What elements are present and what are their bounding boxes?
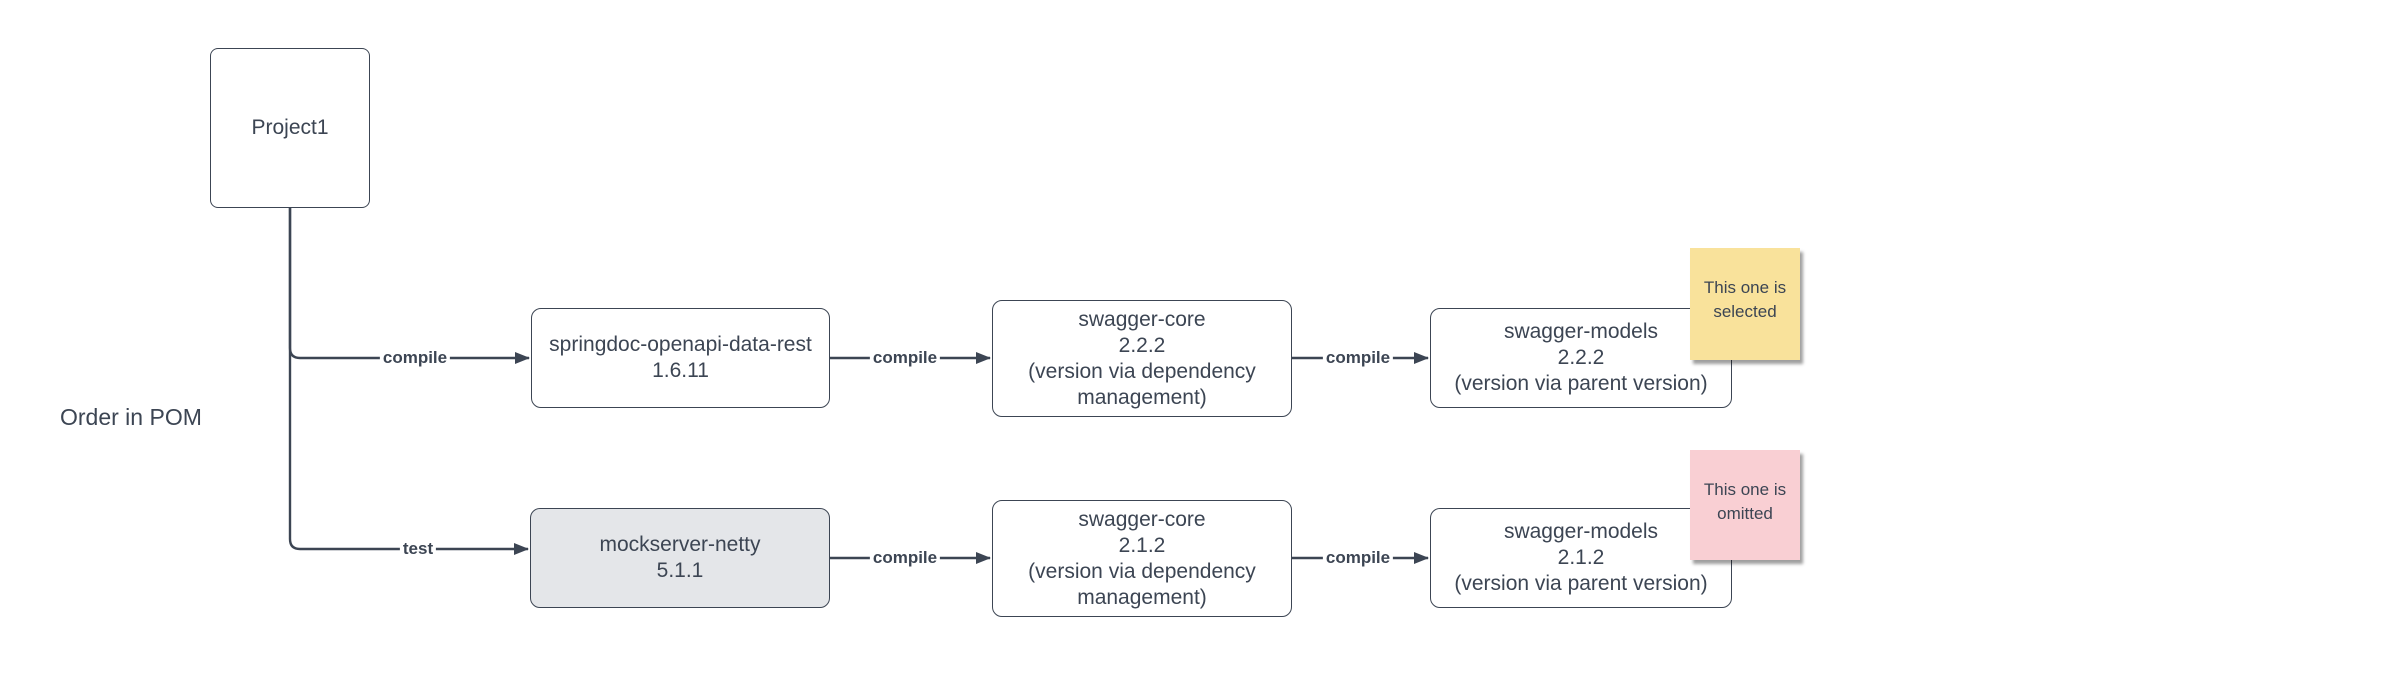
node-springdoc-openapi-data-rest: springdoc-openapi-data-rest 1.6.11 bbox=[531, 308, 830, 408]
node-label: Project1 bbox=[251, 116, 329, 139]
node-version: 2.1.2 bbox=[1557, 546, 1605, 569]
note-line: selected bbox=[1713, 302, 1777, 321]
node-version: 2.2.2 bbox=[1557, 346, 1605, 369]
node-swagger-models-2-1-2: swagger-models 2.1.2 (version via parent… bbox=[1430, 508, 1732, 608]
sticky-note-selected: This one is selected bbox=[1690, 248, 1800, 360]
edge-label-test: test bbox=[399, 539, 437, 559]
node-version: 5.1.1 bbox=[656, 559, 704, 582]
edge-project-to-springdoc bbox=[288, 208, 530, 364]
note-line: This one is bbox=[1703, 278, 1787, 297]
node-note-line: (version via dependency bbox=[1028, 359, 1256, 383]
node-label: swagger-models bbox=[1503, 520, 1659, 543]
node-note-line: (version via parent version) bbox=[1454, 372, 1708, 395]
sticky-note-omitted: This one is omitted bbox=[1690, 450, 1800, 560]
node-version: 1.6.11 bbox=[652, 359, 709, 382]
node-version: 2.1.2 bbox=[1118, 533, 1166, 557]
order-in-pom-label: Order in POM bbox=[60, 404, 202, 430]
node-version: 2.2.2 bbox=[1118, 333, 1166, 357]
node-note-line: management) bbox=[1077, 585, 1207, 609]
node-swagger-core-2-2-2: swagger-core 2.2.2 (version via dependen… bbox=[992, 300, 1292, 417]
node-project1: Project1 bbox=[210, 48, 370, 208]
edge-label-compile: compile bbox=[379, 348, 451, 368]
edge-project-to-mockserver bbox=[288, 208, 529, 555]
node-mockserver-netty: mockserver-netty 5.1.1 bbox=[530, 508, 830, 608]
node-note-line: management) bbox=[1077, 385, 1207, 409]
edge-label-compile: compile bbox=[1322, 548, 1394, 568]
note-line: omitted bbox=[1717, 504, 1773, 523]
edge-label-compile: compile bbox=[1322, 348, 1394, 368]
edge-label-compile: compile bbox=[869, 548, 941, 568]
node-swagger-models-2-2-2: swagger-models 2.2.2 (version via parent… bbox=[1430, 308, 1732, 408]
node-label: mockserver-netty bbox=[599, 533, 761, 556]
node-label: swagger-core bbox=[1078, 307, 1206, 331]
node-note-line: (version via parent version) bbox=[1454, 572, 1708, 595]
node-label: swagger-models bbox=[1503, 320, 1659, 343]
node-note-line: (version via dependency bbox=[1028, 559, 1256, 583]
note-line: This one is bbox=[1703, 480, 1787, 499]
node-label: springdoc-openapi-data-rest bbox=[549, 333, 812, 356]
node-label: swagger-core bbox=[1078, 507, 1206, 531]
edge-label-compile: compile bbox=[869, 348, 941, 368]
node-swagger-core-2-1-2: swagger-core 2.1.2 (version via dependen… bbox=[992, 500, 1292, 617]
